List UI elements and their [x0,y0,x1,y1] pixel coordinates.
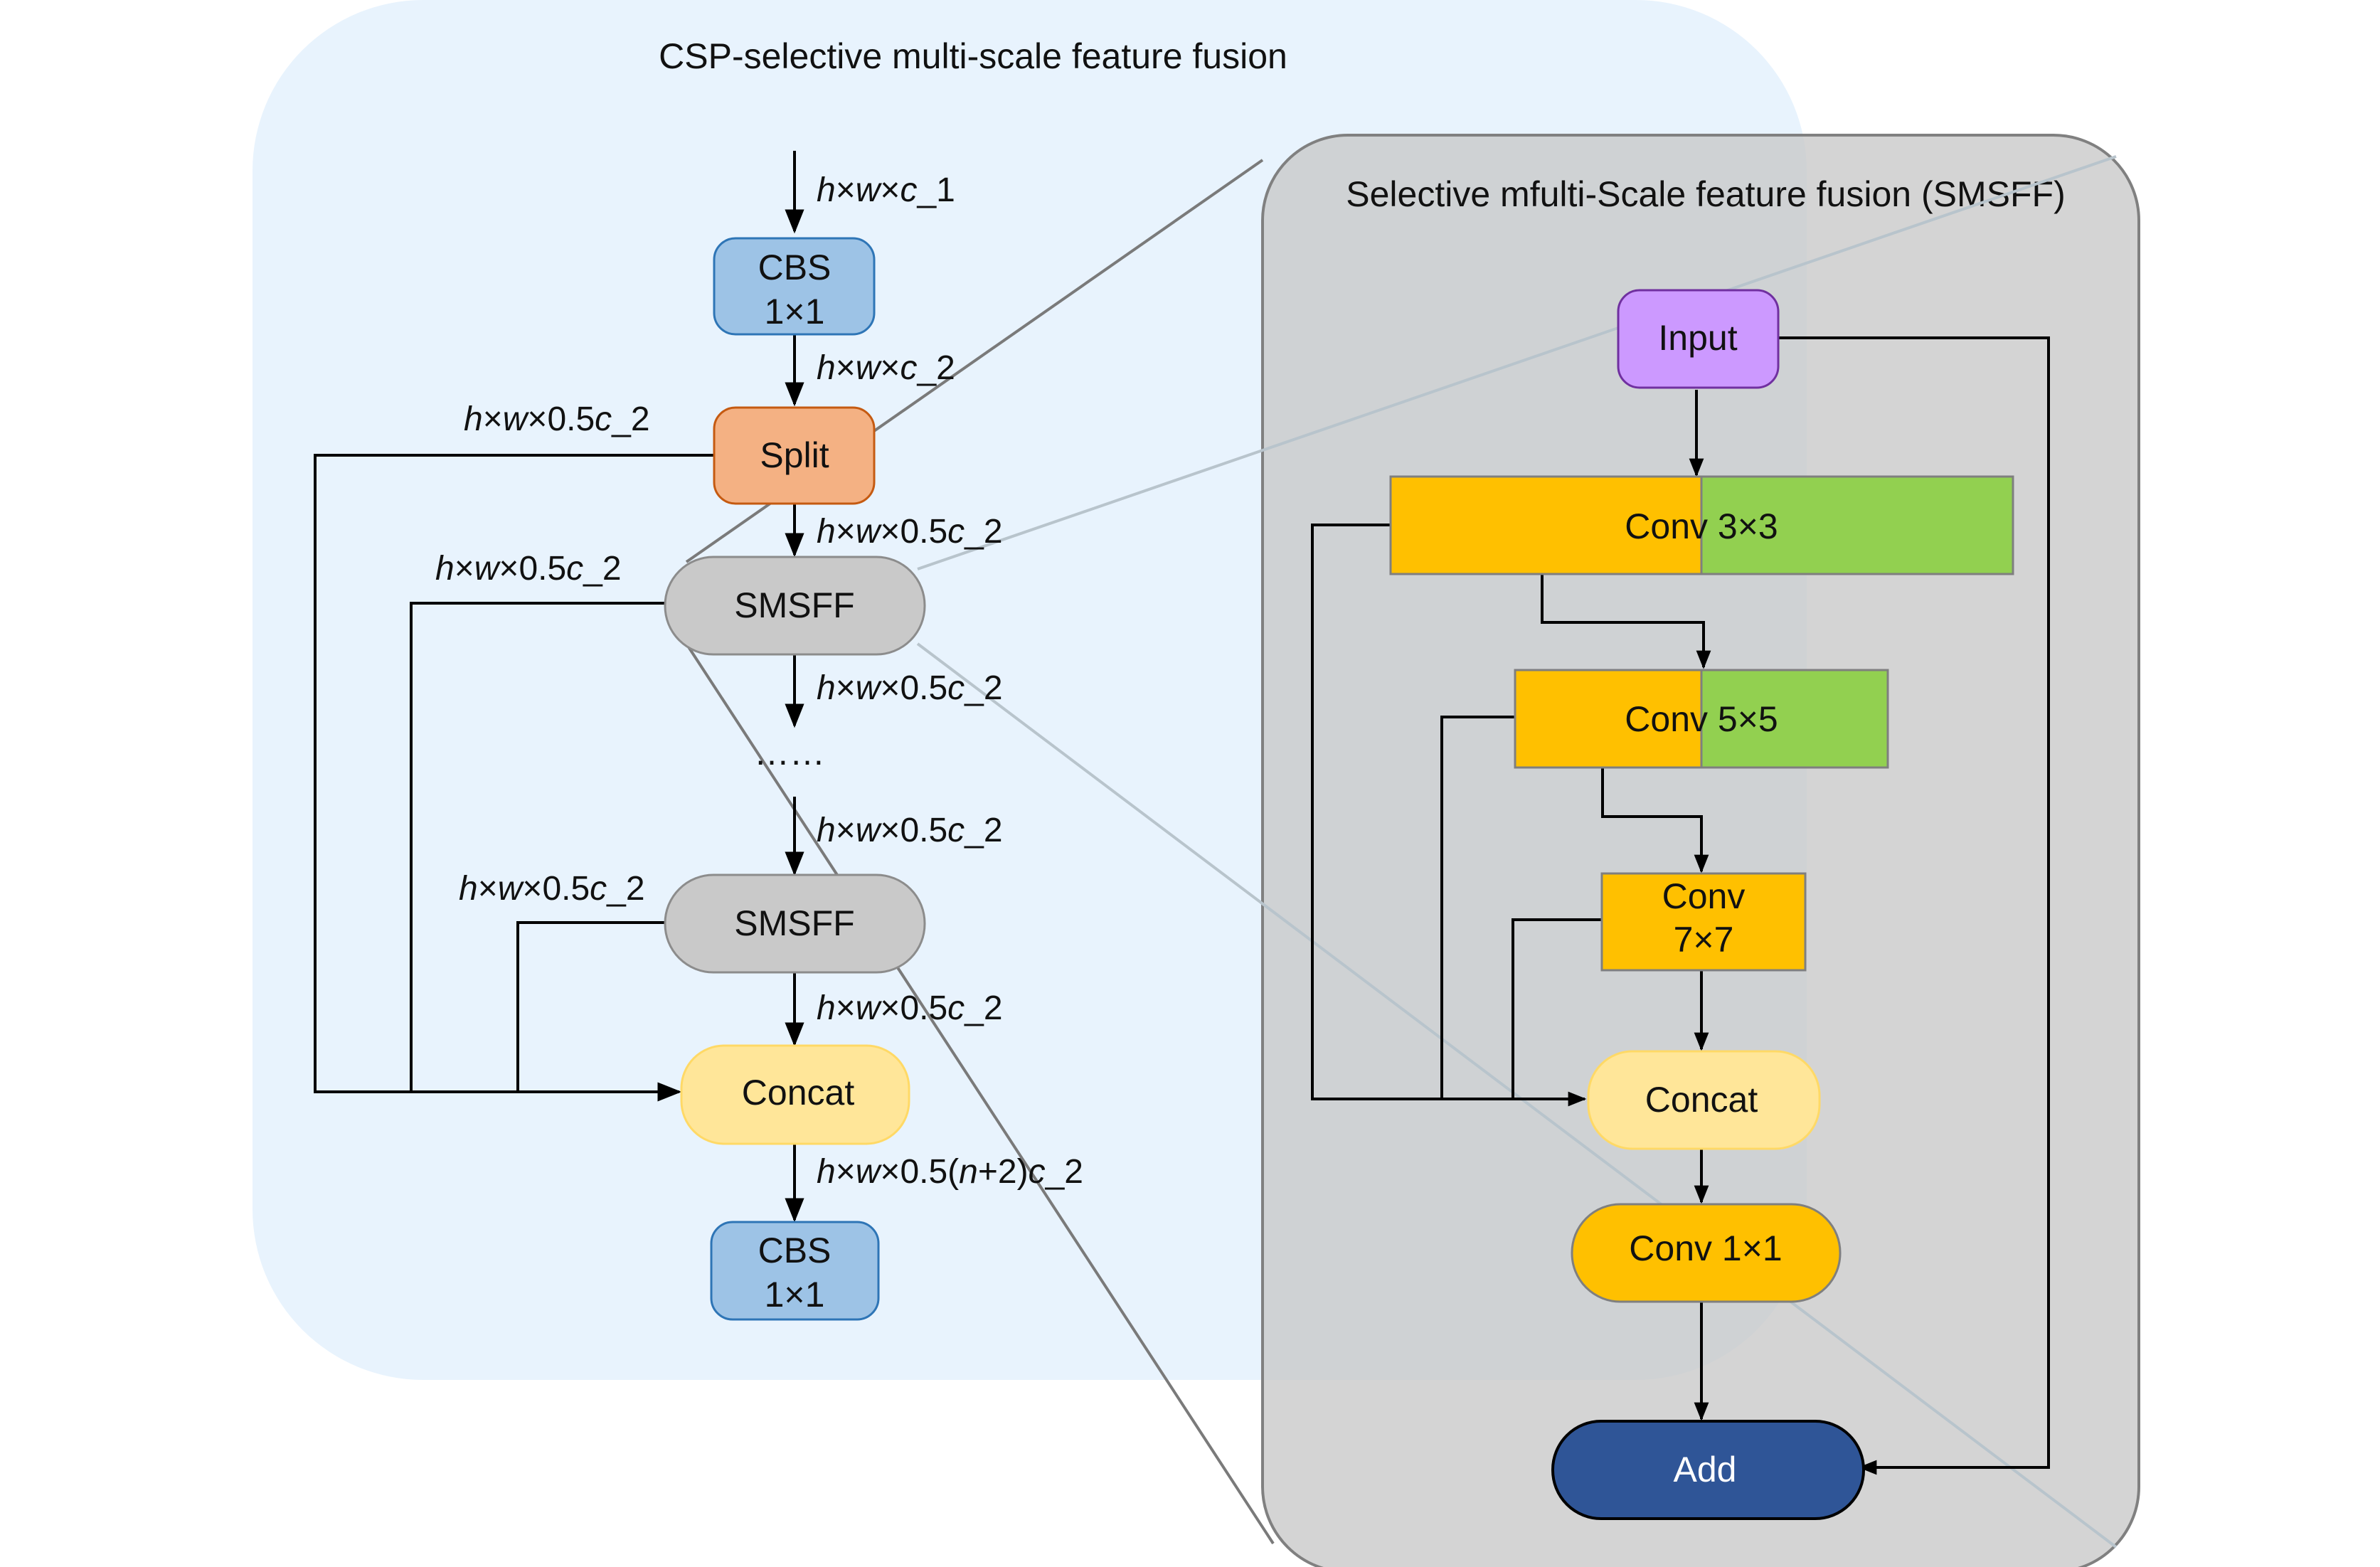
ellipsis: …… [754,733,825,772]
conv7-node: Conv 7×7 [1600,872,1807,972]
input-node: Input [1617,289,1780,389]
dim-after-smsff2: h×w×0.5c_2 [817,989,1003,1027]
cbs-bottom-label: CBS [758,1231,832,1270]
concat-left-label: Concat [742,1073,855,1112]
smsff-panel-title: Selective mfulti-Scale feature fusion (S… [1346,174,2065,214]
split-label: Split [760,435,829,475]
zoom-line-bottom [685,642,1275,1545]
dim-before-smsff2: h×w×0.5c_2 [817,812,1003,849]
wire-conv3-bypass [1311,524,1587,1107]
split-node: Split [713,406,876,505]
dim-after-concat: h×w×0.5(n+2)c_2 [817,1153,1083,1191]
dim-after-smsff1: h×w×0.5c_2 [817,669,1003,707]
smsff-node-2: SMSFF [664,873,926,974]
wire-conv3-conv5 [1541,575,1711,669]
csp-panel-title: CSP-selective multi-scale feature fusion [659,36,1287,76]
cbs-top-size: 1×1 [765,292,825,331]
dim-after-cbs: h×w×c_2 [817,349,955,387]
conv3-node: Conv 3×3 [1389,475,2014,575]
cbs-bottom-size: 1×1 [765,1275,825,1314]
wire-split-bypass [314,454,715,1102]
dim-split-side: h×w×0.5c_2 [464,400,650,438]
dim-input: h×w×c_1 [817,171,955,209]
concat-node-left: Concat [680,1044,910,1145]
wire-smsff1-bypass [410,602,665,1092]
concat-right-label: Concat [1645,1080,1758,1120]
smsff-1-label: SMSFF [734,585,854,625]
zoom-line-top-right [917,155,2117,570]
wire-smsff2-bypass [516,921,665,1092]
dim-smsff2-side: h×w×0.5c_2 [459,870,645,908]
conv5-label: Conv 5×5 [1625,699,1778,739]
zoom-line-bottom-right [916,642,2118,1549]
wire-conv5-conv7 [1601,767,1709,873]
conv3-label: Conv 3×3 [1625,506,1778,546]
cbs-bottom-node: CBS 1×1 [710,1221,880,1321]
dim-smsff1-side: h×w×0.5c_2 [435,550,622,588]
dim-after-split: h×w×0.5c_2 [817,513,1003,551]
cbs-top-label: CBS [758,248,832,287]
smsff-node-1: SMSFF [664,556,926,656]
conv1-label: Conv 1×1 [1629,1228,1782,1268]
concat-node-right: Concat [1587,1050,1821,1150]
conv1-node: Conv 1×1 [1571,1203,1842,1303]
add-node: Add [1551,1420,1865,1520]
wire-conv7-bypass [1512,918,1604,1099]
conv7-label: Conv [1662,876,1746,916]
input-label: Input [1658,318,1737,358]
wire-input-residual [1778,336,2050,1475]
conv5-node: Conv 5×5 [1514,669,1889,769]
conv7-size: 7×7 [1674,920,1734,960]
smsff-2-label: SMSFF [734,903,854,943]
add-label: Add [1674,1450,1737,1489]
wire-conv5-bypass [1440,716,1515,1099]
cbs-top-node: CBS 1×1 [713,237,876,336]
